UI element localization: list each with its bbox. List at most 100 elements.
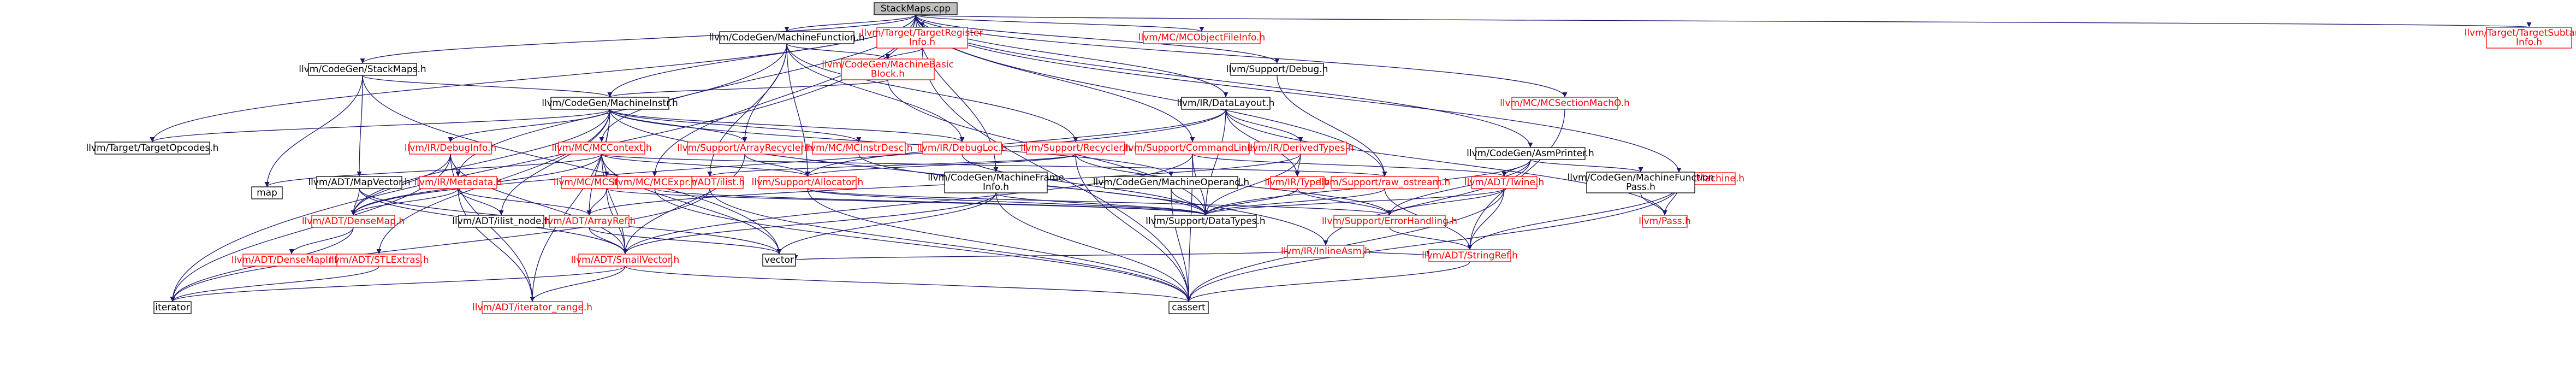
- file-node-asmp[interactable]: llvm/CodeGen/AsmPrinter.h: [1467, 147, 1594, 160]
- file-node-inlineasm[interactable]: llvm/IR/InlineAsm.h: [1281, 245, 1370, 258]
- file-node-box: [1026, 142, 1125, 155]
- file-node-irdbg[interactable]: llvm/IR/DebugLoc.h: [917, 142, 1007, 155]
- file-node-dbginfo[interactable]: llvm/IR/DebugInfo.h: [405, 142, 496, 155]
- edge-mf-to-recycler: [786, 43, 1078, 143]
- file-node-derived[interactable]: llvm/IR/DerivedTypes.h: [1247, 142, 1354, 155]
- file-node-meta[interactable]: llvm/IR/Metadata.h: [414, 176, 502, 189]
- include-edge: [362, 75, 613, 98]
- edge-mcexpr-to-cassert: [654, 188, 1191, 302]
- file-node-dl[interactable]: llvm/IR/DataLayout.h: [1177, 97, 1275, 110]
- file-node-mapvec[interactable]: llvm/ADT/MapVector.h: [308, 176, 411, 189]
- edge-root-to-topc: [150, 14, 916, 143]
- file-node-vector[interactable]: vector: [762, 254, 796, 267]
- file-node-mcsec[interactable]: llvm/MC/MCSectionMachO.h: [1500, 97, 1630, 110]
- file-node-smallvec[interactable]: llvm/ADT/SmallVector.h: [571, 254, 680, 267]
- file-node-label: llvm/Pass.h: [1639, 216, 1691, 227]
- file-node-twine[interactable]: llvm/ADT/Twine.h: [1464, 176, 1544, 189]
- file-node-label: Info.h: [909, 37, 935, 48]
- edge-sm-to-mi: [362, 75, 613, 98]
- file-node-mcobj[interactable]: llvm/MC/MCObjectFileInfo.h: [1138, 31, 1265, 44]
- include-edge: [1640, 192, 1667, 216]
- edge-meta-to-arrayref: [458, 188, 592, 216]
- include-edge: [1389, 227, 1473, 250]
- edge-tm-to-cassert: [1186, 184, 1679, 302]
- file-node-sdebug[interactable]: llvm/Support/Debug.h: [1226, 63, 1328, 76]
- file-node-topc[interactable]: llvm/Target/TargetOpcodes.h: [86, 142, 219, 155]
- edge-derived-to-datatypes: [1203, 154, 1301, 216]
- include-edge: [786, 43, 1078, 143]
- edge-root-to-mf: [784, 14, 916, 32]
- file-node-box: [1586, 172, 1695, 193]
- edge-mframe-to-vector: [776, 192, 996, 255]
- file-node-arrayref[interactable]: llvm/ADT/ArrayRef.h: [543, 215, 636, 228]
- include-edge: [622, 192, 996, 255]
- include-edge: [744, 154, 810, 177]
- file-node-mf[interactable]: llvm/CodeGen/MachineFunction.h: [709, 31, 865, 44]
- edge-mframe-to-datatypes: [995, 192, 1208, 216]
- file-node-mcexpr[interactable]: llvm/MC/MCExpr.h: [613, 176, 697, 189]
- file-node-salloc[interactable]: llvm/Support/Allocator.h: [752, 176, 864, 189]
- edge-mi-to-topc: [150, 109, 610, 143]
- file-node-dmi[interactable]: llvm/ADT/DenseMapInfo.h: [232, 254, 352, 267]
- file-node-label: llvm/CodeGen/MachineFrame: [928, 173, 1064, 184]
- file-node-label: llvm/IR/DebugLoc.h: [917, 143, 1007, 154]
- file-node-cmdline[interactable]: llvm/Support/CommandLine.h: [1123, 142, 1262, 155]
- edge-meta-to-densemap: [351, 188, 459, 216]
- include-edge: [1277, 75, 1387, 177]
- include-edge: [654, 188, 1191, 302]
- file-node-sm[interactable]: llvm/CodeGen/StackMaps.h: [299, 63, 426, 76]
- file-node-label: Info.h: [983, 182, 1009, 193]
- file-node-rawos[interactable]: llvm/Support/raw_ostream.h: [1319, 176, 1451, 189]
- include-edge: [450, 154, 628, 255]
- file-node-label: llvm/ADT/ilist.h: [675, 177, 745, 188]
- file-node-strref[interactable]: llvm/ADT/StringRef.h: [1422, 249, 1518, 262]
- file-node-recycler[interactable]: llvm/Support/Recycler.h: [1020, 142, 1131, 155]
- edge-asmp-to-inlineasm: [1323, 159, 1531, 246]
- file-node-stlext[interactable]: llvm/ADT/STLExtras.h: [329, 254, 429, 267]
- file-node-mcinst[interactable]: llvm/MC/MCInstrDesc.h: [805, 142, 913, 155]
- file-node-label: llvm/ADT/ArrayRef.h: [543, 216, 636, 227]
- edge-asmp-to-mfpass: [1530, 159, 1643, 173]
- file-node-label: llvm/ADT/MapVector.h: [308, 177, 410, 188]
- include-edge: [1171, 188, 1191, 302]
- file-node-label: llvm/ADT/StringRef.h: [1422, 250, 1518, 261]
- file-node-pass[interactable]: llvm/Pass.h: [1639, 215, 1691, 228]
- file-node-label: Block.h: [871, 69, 905, 80]
- file-node-map[interactable]: map: [251, 186, 283, 199]
- file-node-root[interactable]: StackMaps.cpp: [874, 2, 958, 15]
- file-node-box: [617, 176, 692, 189]
- edge-recycler-to-cassert: [1075, 154, 1191, 302]
- file-node-label: llvm/IR/DataLayout.h: [1177, 98, 1275, 109]
- file-node-ilistnode[interactable]: llvm/ADT/ilist_node.h: [452, 215, 550, 228]
- include-edge: [498, 109, 610, 216]
- file-node-box: [251, 186, 283, 199]
- edge-arec-to-smallvec: [622, 154, 745, 255]
- file-node-label: llvm/Support/ErrorHandling.h: [1322, 216, 1457, 227]
- include-edge: [1467, 188, 1505, 250]
- file-node-box: [1181, 97, 1271, 110]
- file-node-mop[interactable]: llvm/CodeGen/MachineOperand.h: [1093, 176, 1249, 189]
- file-node-densemap[interactable]: llvm/ADT/DenseMap.h: [302, 215, 405, 228]
- file-node-mcctx[interactable]: llvm/MC/MCContext.h: [551, 142, 652, 155]
- file-node-arec[interactable]: llvm/Support/ArrayRecycler.h: [677, 142, 812, 155]
- file-node-irtype[interactable]: llvm/IR/Type.h: [1265, 176, 1330, 189]
- file-node-label: iterator: [155, 302, 189, 313]
- edge-irdbg-to-datatypes: [961, 154, 1208, 216]
- file-node-iterator[interactable]: iterator: [153, 301, 192, 314]
- file-node-itrange[interactable]: llvm/ADT/iterator_range.h: [472, 301, 592, 314]
- file-node-cassert[interactable]: cassert: [1168, 301, 1209, 314]
- edge-root-to-sdebug: [915, 14, 1280, 64]
- file-node-mi[interactable]: llvm/CodeGen/MachineInstr.h: [542, 97, 678, 110]
- edge-inlineasm-to-vector: [793, 251, 1288, 261]
- file-node-errh[interactable]: llvm/Support/ErrorHandling.h: [1322, 215, 1457, 228]
- file-nodes: StackMaps.cpp llvm/CodeGen/MachineFunctio…: [86, 2, 2576, 314]
- file-node-tsub[interactable]: llvm/Target/TargetSubtargetInfo.h: [2465, 27, 2576, 49]
- file-node-label: llvm/ADT/ilist_node.h: [452, 216, 550, 227]
- file-node-box: [1104, 176, 1238, 189]
- file-node-datatypes[interactable]: llvm/Support/DataTypes.h: [1145, 215, 1266, 228]
- include-edge: [807, 188, 1208, 216]
